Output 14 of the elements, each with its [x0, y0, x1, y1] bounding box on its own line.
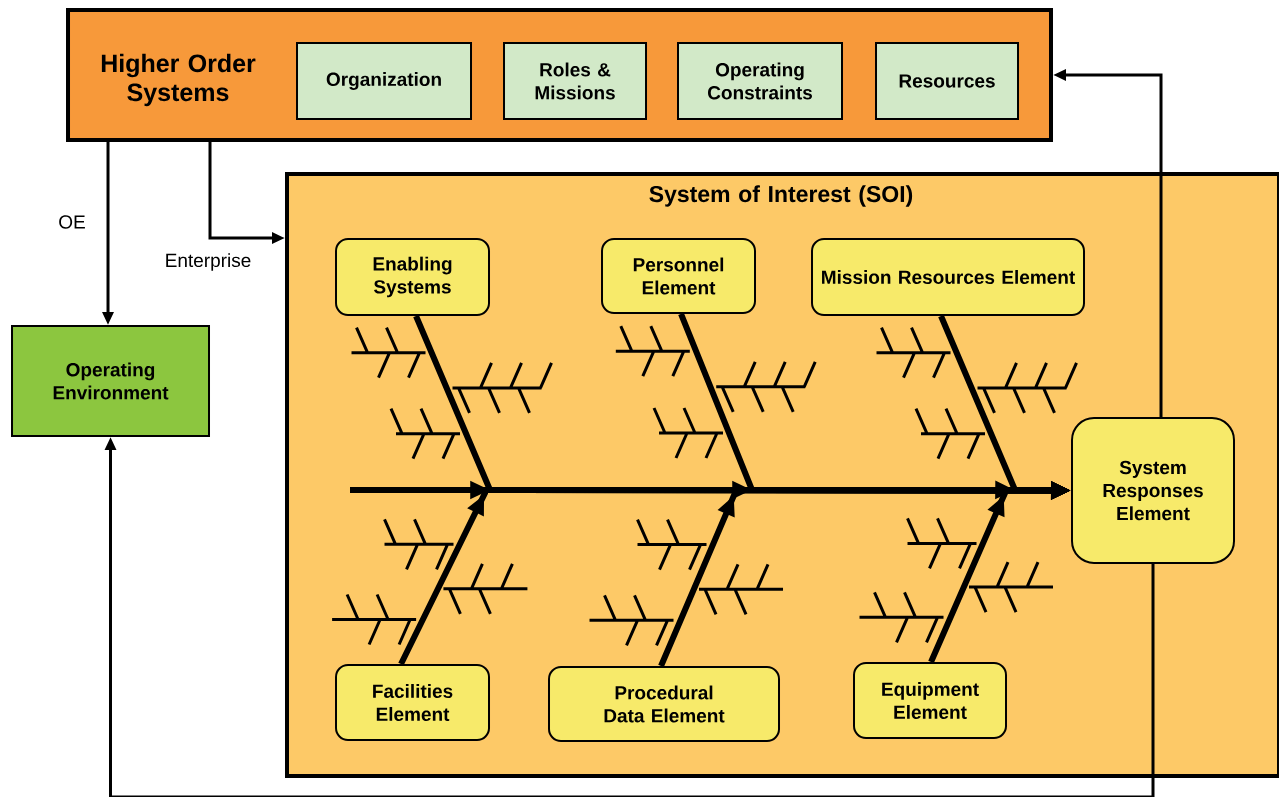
- category-box: Resources: [875, 42, 1019, 120]
- element-box: Facilities Element: [335, 664, 490, 741]
- edge-label: OE: [57, 214, 87, 230]
- environment-box: Operating Environment: [11, 325, 210, 437]
- element-box: Equipment Element: [853, 662, 1007, 739]
- category-box: Operating Constraints: [677, 42, 843, 120]
- category-box: Roles & Missions: [503, 42, 647, 120]
- element-box: System Responses Element: [1071, 417, 1235, 564]
- element-box: Procedural Data Element: [548, 666, 780, 742]
- element-box: Mission Resources Element: [811, 238, 1085, 316]
- edge-label: Enterprise: [163, 252, 253, 272]
- element-box: Personnel Element: [601, 238, 756, 314]
- element-box: Enabling Systems: [335, 238, 490, 316]
- category-box: Organization: [296, 42, 472, 120]
